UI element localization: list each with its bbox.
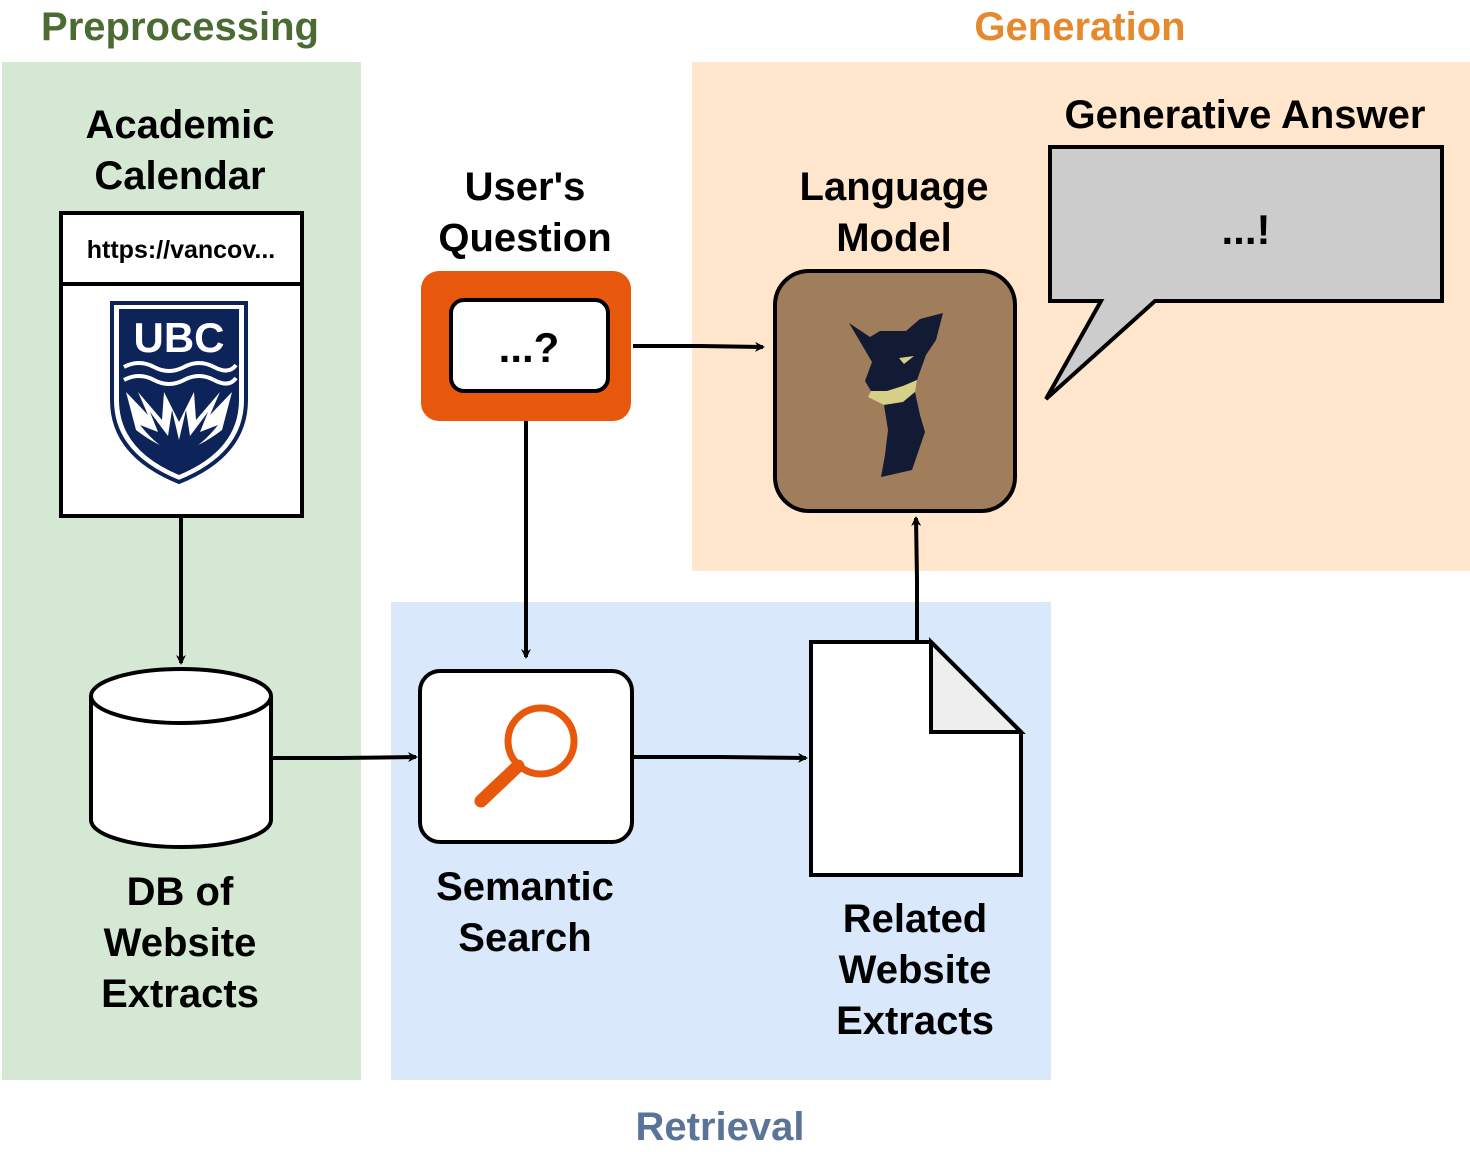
search-box	[418, 669, 634, 844]
generation-title: Generation	[974, 5, 1185, 49]
edge-extracts-to-model	[911, 516, 922, 641]
llama-icon	[849, 313, 943, 477]
database-icon	[89, 667, 273, 849]
ubc-logo-text: UBC	[134, 314, 225, 361]
db-label-line3: Extracts	[101, 972, 259, 1016]
answer-text: ...!	[1222, 206, 1271, 253]
db-label-line2: Website	[104, 921, 257, 965]
search-label-line1: Semantic	[436, 865, 614, 909]
edge-search-to-extracts	[633, 752, 808, 763]
preprocessing-title: Preprocessing	[41, 5, 319, 49]
question-text: ...?	[499, 324, 560, 371]
extracts-label-line2: Website	[839, 948, 992, 992]
extracts-label-line3: Extracts	[836, 999, 994, 1043]
document-icon	[809, 637, 1026, 877]
retrieval-title: Retrieval	[636, 1105, 805, 1149]
db-label-line1: DB of	[127, 870, 234, 914]
extracts-label-line1: Related	[843, 897, 988, 941]
calendar-title-line1: Academic	[86, 103, 275, 147]
question-title-line1: User's	[465, 165, 586, 209]
calendar-url: https://vancov...	[87, 236, 275, 264]
question-title-line2: Question	[438, 216, 611, 260]
calendar-title-line2: Calendar	[94, 154, 265, 198]
edge-db-to-search	[272, 752, 418, 763]
ubc-crest-icon: UBC	[110, 301, 248, 485]
speech-bubble: ...!	[1044, 145, 1444, 401]
edge-question-to-model	[633, 341, 765, 352]
browser-window: https://vancov... UBC	[59, 211, 304, 518]
magnifier-icon	[474, 704, 578, 808]
model-title-line2: Model	[836, 216, 952, 260]
answer-title: Generative Answer	[1065, 93, 1426, 137]
question-box: ...?	[421, 271, 631, 421]
language-model-tile	[773, 269, 1017, 513]
model-title-line1: Language	[800, 165, 989, 209]
search-label-line2: Search	[458, 916, 591, 960]
